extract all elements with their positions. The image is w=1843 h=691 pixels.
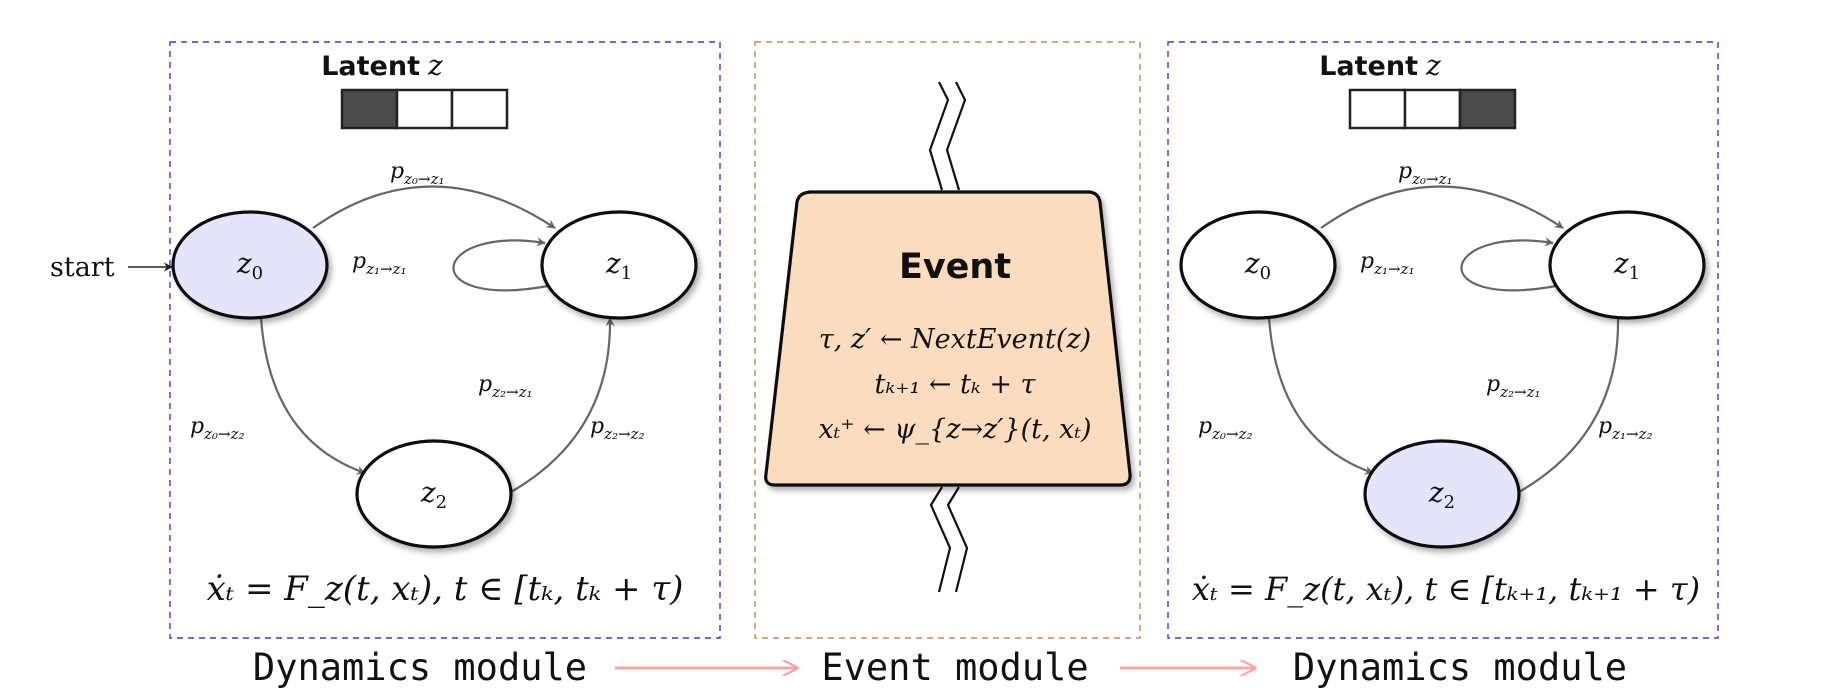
caption-right: Dynamics module (1293, 646, 1627, 689)
left-label-z2-z2: pz₂→z₂ (590, 414, 645, 443)
event-wire-top (928, 81, 950, 191)
right-label-z0-z2: pz₀→z₂ (1198, 414, 1253, 443)
left-state-z2 (355, 439, 513, 549)
left-latent-cell (395, 88, 454, 130)
left-latent-var: z (427, 49, 443, 82)
left-dynamics-module: Latent z start z0 z1 z2 pz₀→z₁ pz₁→z₁ (50, 41, 721, 639)
left-label-z0-z1: pz₀→z₁ (390, 159, 445, 188)
left-edge-z0-z1 (312, 185, 556, 229)
right-latent-cell (1458, 88, 1517, 130)
right-latent-var: z (1425, 49, 1441, 82)
event-wire-top (945, 81, 967, 191)
left-state-z0-label: z0 (236, 247, 263, 284)
left-latent-cell (340, 88, 399, 130)
right-latent-cell (1348, 88, 1407, 130)
right-label-z2-z1: pz₂→z₁ (1486, 372, 1541, 401)
right-edge-z0-z1 (1320, 185, 1564, 229)
event-wire-bottom (946, 486, 969, 593)
right-equation: ẋₜ = F_z(t, xₜ), t ∈ [tₖ₊₁, tₖ₊₁ + τ) (1192, 570, 1700, 608)
right-state-z1 (1548, 210, 1706, 320)
event-module-border (754, 41, 1141, 639)
right-edge-z1-z1-loop (1460, 237, 1557, 292)
event-wire-bottom (929, 486, 952, 593)
left-label-z1-z1: pz₁→z₁ (352, 249, 407, 278)
right-module-border (1167, 41, 1719, 639)
right-label-z0-z1: pz₀→z₁ (1398, 159, 1453, 188)
event-title: Event (899, 247, 1011, 287)
right-dynamics-module: Latent z z0 z1 z2 pz₀→z₁ pz₁→z₁ pz₂→z₁ p… (1167, 41, 1719, 639)
right-state-z2 (1363, 439, 1521, 549)
right-latent-title: Latent (1319, 51, 1418, 82)
event-module: Event τ, z′ ← NextEvent(z) tₖ₊₁ ← tₖ + τ… (754, 41, 1141, 639)
left-latent-cell (450, 88, 509, 130)
left-state-z0 (171, 210, 329, 320)
left-label-z0-z2: pz₀→z₂ (190, 414, 245, 443)
event-line1: τ, z′ ← NextEvent(z) (819, 324, 1091, 355)
right-edge-z1-z2 (1507, 317, 1620, 499)
left-edge-z2-z1 (499, 317, 615, 499)
caption-middle: Event module (821, 646, 1088, 689)
event-line2: tₖ₊₁ ← tₖ + τ (875, 369, 1037, 400)
left-latent-vector (340, 88, 509, 130)
left-state-z2-label: z2 (420, 476, 447, 513)
right-label-z1-z2: pz₁→z₂ (1598, 414, 1653, 443)
right-edge-z0-z2 (1267, 317, 1374, 475)
left-state-z1-label: z1 (605, 247, 632, 284)
right-state-z2-label: z2 (1428, 476, 1455, 513)
left-edge-z1-z1-loop (452, 237, 549, 292)
left-edge-z0-z2 (259, 317, 366, 475)
left-module-border (169, 41, 721, 639)
left-label-z2-z1: pz₂→z₁ (478, 372, 533, 401)
left-state-z1 (540, 210, 698, 320)
right-state-z1-label: z1 (1613, 247, 1640, 284)
start-label: start (50, 252, 115, 283)
right-latent-vector (1348, 88, 1517, 130)
right-state-z0-label: z0 (1244, 247, 1271, 284)
event-line3: xₜ⁺ ← ψ_{z→z′}(t, xₜ) (818, 414, 1091, 445)
right-latent-cell (1403, 88, 1462, 130)
right-state-z0 (1179, 210, 1337, 320)
left-latent-title: Latent (321, 51, 420, 82)
right-label-z1-z1: pz₁→z₁ (1360, 249, 1415, 278)
left-equation: ẋₜ = F_z(t, xₜ), t ∈ [tₖ, tₖ + τ) (207, 569, 684, 609)
caption-left: Dynamics module (253, 646, 587, 689)
event-block (764, 190, 1132, 487)
